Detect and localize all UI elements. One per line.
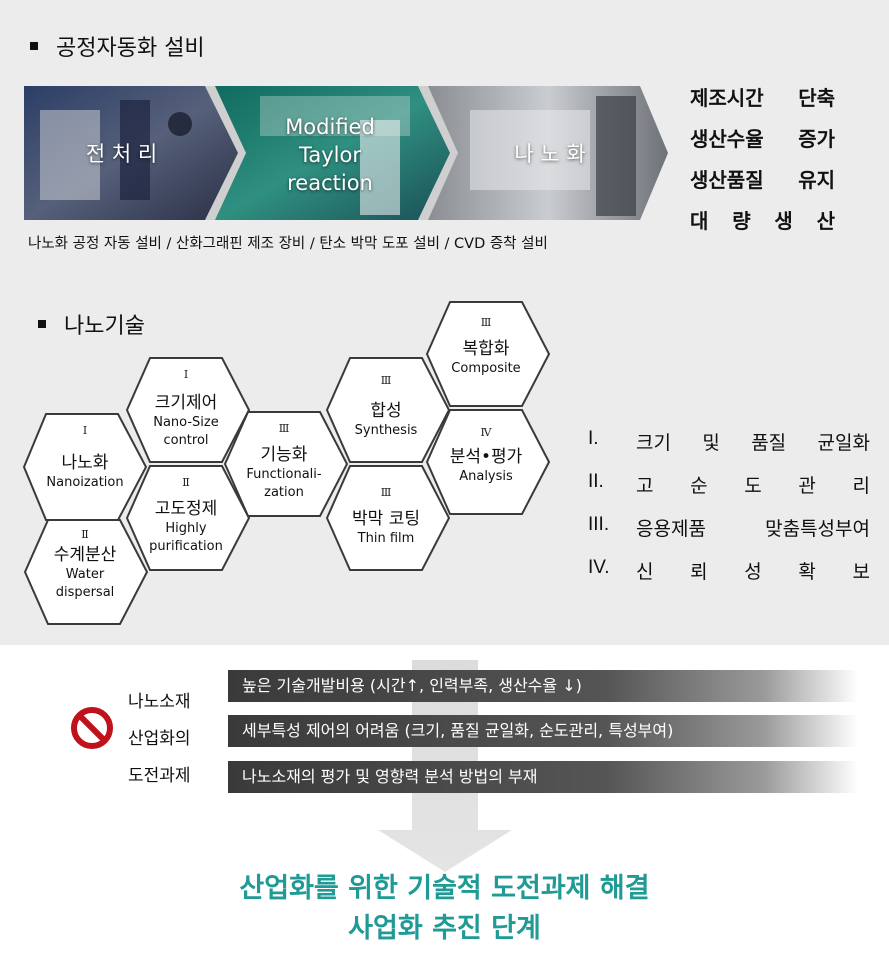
hexagon-diagram <box>22 301 551 625</box>
challenge-bar: 나노소재의 평가 및 영향력 분석 방법의 부재 <box>228 761 858 793</box>
prohibited-icon <box>71 707 113 749</box>
effect-item: 생산품질 유지 <box>690 168 835 192</box>
hex-label-size-control: Ⅰ 크기제어 Nano-Size control <box>153 368 219 448</box>
hex-composite <box>425 301 551 407</box>
hex-purification <box>125 465 251 571</box>
hex-label-nanoization: Ⅰ 나노화 Nanoization <box>46 424 124 490</box>
process-caption: 나노화 공정 자동 설비 / 산화그래핀 제조 장비 / 탄소 박막 도포 설비… <box>28 236 548 252</box>
effect-item: 제조시간 단축 <box>690 86 835 110</box>
hex-analysis <box>425 409 551 515</box>
hex-synthesis <box>325 357 451 463</box>
process-step-2-line1: Modified <box>285 115 375 139</box>
hex-label-water-dispersal: Ⅱ 수계분산 Water dispersal <box>53 528 117 600</box>
goals-list: I. 크기 및 품질 균일화 II. 고 순 도 관 리 III. 응용제품 맞… <box>588 428 870 600</box>
goal-item: III. 응용제품 맞춤특성부여 <box>588 514 870 540</box>
goal-item: II. 고 순 도 관 리 <box>588 471 870 497</box>
process-step-1-label: 전 처 리 <box>85 142 158 166</box>
effect-item: 생산수율 증가 <box>690 127 835 151</box>
effect-item: 대 량 생 산 <box>690 209 835 233</box>
process-step-3-label: 나 노 화 <box>514 142 586 166</box>
bullet-icon <box>38 320 46 328</box>
hex-water-dispersal <box>23 519 149 625</box>
process-step-3: 나 노 화 <box>460 86 640 220</box>
process-step-2: Modified Taylor reaction <box>240 86 420 220</box>
bullet-icon <box>30 42 38 50</box>
process-step-2-line3: reaction <box>287 171 373 195</box>
process-step-1: 전 처 리 <box>34 86 209 220</box>
hex-label-synthesis: Ⅲ 합성 Synthesis <box>354 374 418 438</box>
goal-item: I. 크기 및 품질 균일화 <box>588 428 870 454</box>
conclusion-line2: 사업화 추진 단계 <box>348 913 541 944</box>
conclusion-line1: 산업화를 위한 기술적 도전과제 해결 <box>239 873 650 904</box>
hex-label-composite: Ⅲ 복합화 Composite <box>451 316 521 376</box>
section-title-nanotech: 나노기술 <box>38 308 145 340</box>
process-step-2-line2: Taylor <box>299 143 361 167</box>
hex-label-functionalization: Ⅲ 기능화 Functionali- zation <box>246 422 322 500</box>
hex-label-purification: Ⅱ 고도정제 Highly purification <box>149 476 223 554</box>
challenge-bar: 세부특성 제어의 어려움 (크기, 품질 균일화, 순도관리, 특성부여) <box>228 715 858 747</box>
hex-functionalization <box>223 411 349 517</box>
effects-list: 제조시간 단축 생산수율 증가 생산품질 유지 대 량 생 산 <box>690 82 835 246</box>
hex-label-analysis: Ⅳ 분석•평가 Analysis <box>449 426 523 484</box>
hex-size-control <box>125 357 251 463</box>
hex-thin-film <box>325 465 451 571</box>
challenges-label: 나노소재 산업화의 도전과제 <box>128 692 191 786</box>
challenge-bar: 높은 기술개발비용 (시간↑, 인력부족, 생산수율 ↓) <box>228 670 858 702</box>
section-title-automation: 공정자동화 설비 <box>30 30 205 62</box>
hex-label-thin-film: Ⅲ 박막 코팅 Thin film <box>352 486 420 546</box>
goal-item: IV. 신 뢰 성 확 보 <box>588 557 870 583</box>
process-strip <box>24 86 668 220</box>
